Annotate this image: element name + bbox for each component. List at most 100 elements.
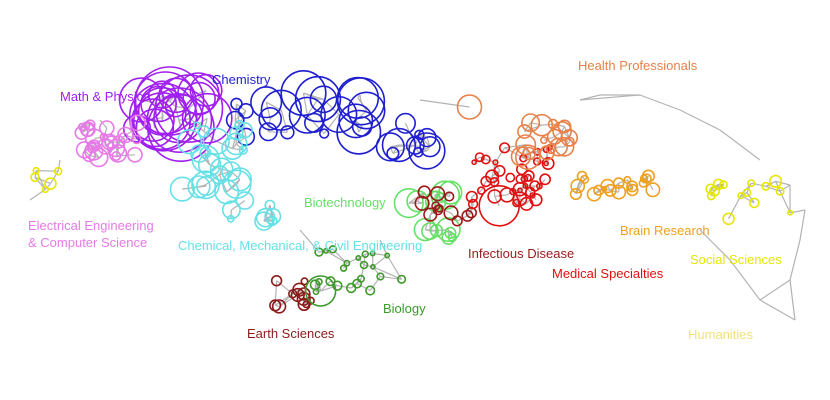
network-node	[435, 217, 461, 243]
network-node	[336, 77, 386, 126]
network-edge	[759, 299, 796, 321]
network-edge	[232, 148, 244, 151]
network-node	[271, 299, 287, 314]
network-edge	[299, 229, 320, 253]
network-node	[461, 209, 474, 222]
network-node	[530, 113, 554, 137]
network-node	[600, 185, 608, 193]
network-edge	[337, 285, 352, 289]
network-edge	[231, 132, 237, 149]
network-node	[181, 92, 233, 144]
network-node	[593, 184, 605, 196]
network-node	[444, 191, 455, 202]
network-node	[44, 177, 57, 190]
network-node	[315, 277, 323, 286]
network-node	[397, 274, 407, 284]
network-edge	[466, 203, 474, 217]
network-node	[254, 211, 274, 231]
network-node	[189, 73, 223, 107]
network-node	[302, 300, 310, 309]
network-node	[478, 185, 521, 227]
network-node	[515, 134, 537, 156]
network-node	[541, 157, 555, 171]
network-node	[176, 129, 203, 155]
network-node	[394, 112, 416, 134]
network-node	[304, 112, 325, 133]
network-node	[158, 77, 194, 114]
network-edge	[426, 146, 431, 152]
network-node	[97, 137, 114, 155]
network-node	[375, 132, 405, 162]
network-node	[748, 197, 760, 209]
network-edge	[529, 185, 536, 193]
network-node	[376, 272, 385, 281]
network-node	[543, 160, 549, 167]
network-node	[471, 159, 478, 166]
network-edge	[424, 214, 431, 230]
network-node	[306, 296, 315, 305]
network-edge	[44, 183, 51, 190]
network-node	[554, 136, 575, 157]
network-node	[300, 277, 309, 286]
network-node	[104, 135, 119, 149]
network-edge	[765, 185, 781, 192]
label-infectious-disease: Infectious Disease	[468, 246, 574, 261]
network-node	[480, 154, 491, 165]
network-node	[722, 212, 735, 226]
region-labels: Math & Physics Chemistry Electrical Engi…	[28, 58, 782, 342]
network-edge	[418, 134, 431, 148]
network-node	[196, 176, 217, 197]
network-node	[250, 86, 283, 119]
network-node	[309, 85, 338, 114]
network-node	[312, 288, 320, 296]
network-edge	[579, 94, 641, 101]
network-node	[369, 263, 376, 270]
label-social-sciences: Social Sciences	[690, 252, 782, 267]
label-medical-specialties: Medical Specialties	[552, 266, 664, 281]
network-edge	[325, 250, 348, 264]
network-edge	[491, 176, 496, 183]
network-node	[106, 138, 126, 158]
network-edge	[779, 184, 791, 192]
network-node	[712, 178, 725, 191]
network-node	[343, 259, 351, 267]
network-node	[111, 151, 122, 162]
network-node	[288, 289, 298, 299]
network-node	[514, 144, 541, 170]
network-node	[193, 121, 201, 130]
network-node	[32, 166, 40, 175]
network-node	[539, 145, 555, 161]
network-edge	[34, 176, 51, 185]
network-node	[775, 186, 785, 196]
label-biology: Biology	[383, 301, 426, 316]
network-node	[131, 134, 142, 145]
network-node	[129, 114, 146, 132]
network-edge	[729, 259, 761, 301]
network-node	[346, 282, 357, 294]
network-edge	[504, 144, 526, 149]
network-edge	[320, 280, 331, 292]
network-node	[191, 144, 220, 174]
network-edge	[519, 185, 526, 191]
network-node	[627, 184, 634, 190]
network-edge	[280, 110, 288, 133]
network-edge	[94, 136, 104, 139]
network-edge	[359, 94, 362, 102]
network-node	[626, 180, 639, 193]
network-node	[742, 188, 752, 197]
network-edge	[699, 229, 731, 261]
network-node	[521, 113, 541, 133]
network-edge	[525, 144, 529, 158]
network-edge	[419, 99, 470, 108]
network-edge	[386, 255, 403, 280]
network-node	[381, 127, 417, 163]
network-node	[529, 193, 543, 207]
network-node	[737, 192, 745, 200]
network-node	[297, 287, 311, 301]
network-node	[112, 135, 126, 149]
network-node	[280, 70, 327, 117]
network-node	[641, 173, 652, 184]
network-node	[187, 175, 211, 199]
network-node	[79, 122, 95, 138]
network-edge	[728, 195, 742, 220]
